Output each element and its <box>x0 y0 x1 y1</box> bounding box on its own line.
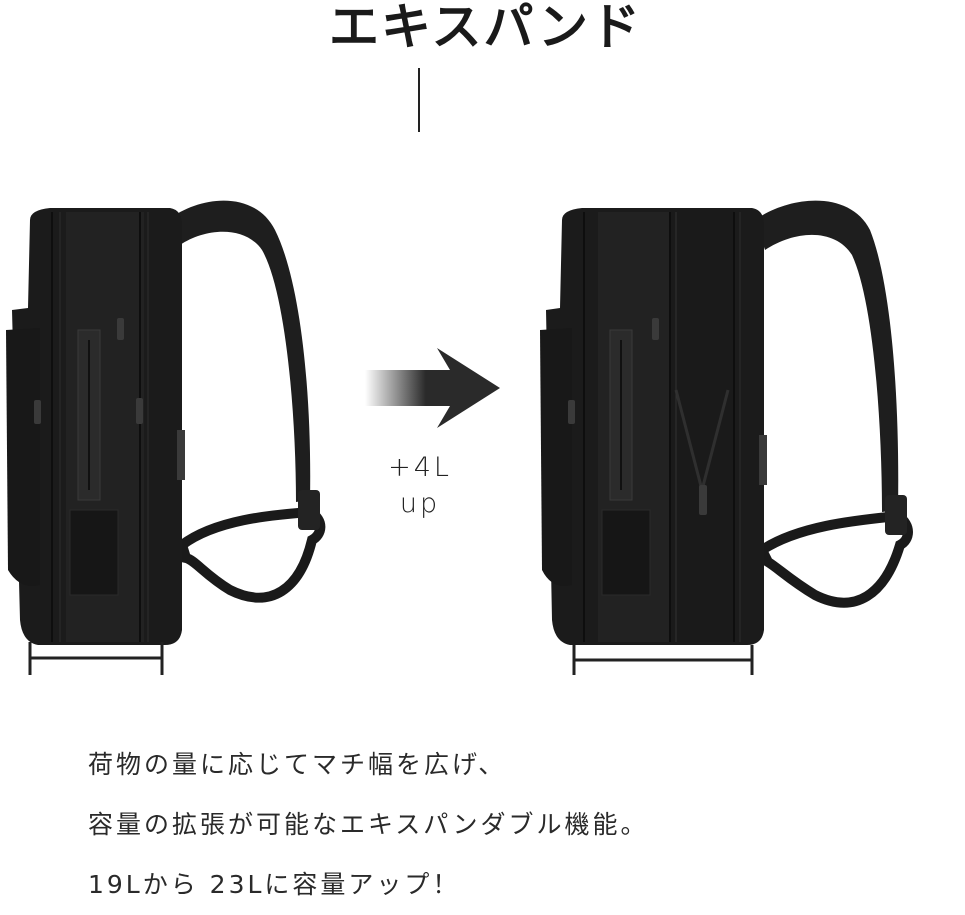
backpack-after-image <box>540 200 913 675</box>
description-line: 荷物の量に応じてマチ幅を広げ、 <box>88 750 507 779</box>
title-divider <box>418 68 420 132</box>
description-line: 容量の拡張が可能なエキスパンダブル機能。 <box>88 810 649 839</box>
page-title: エキスパンド <box>329 0 642 56</box>
capacity-gain-suffix: up <box>399 488 441 519</box>
capacity-gain-label: +4L up <box>360 450 480 522</box>
description-text: 荷物の量に応じてマチ幅を広げ、 容量の拡張が可能なエキスパンダブル機能。 19L… <box>88 735 649 915</box>
arrow-right-icon <box>365 348 500 428</box>
capacity-gain-value: +4L <box>388 452 452 483</box>
description-line: 19Lから 23Lに容量アップ！ <box>88 870 461 899</box>
backpack-before-image <box>6 200 326 675</box>
